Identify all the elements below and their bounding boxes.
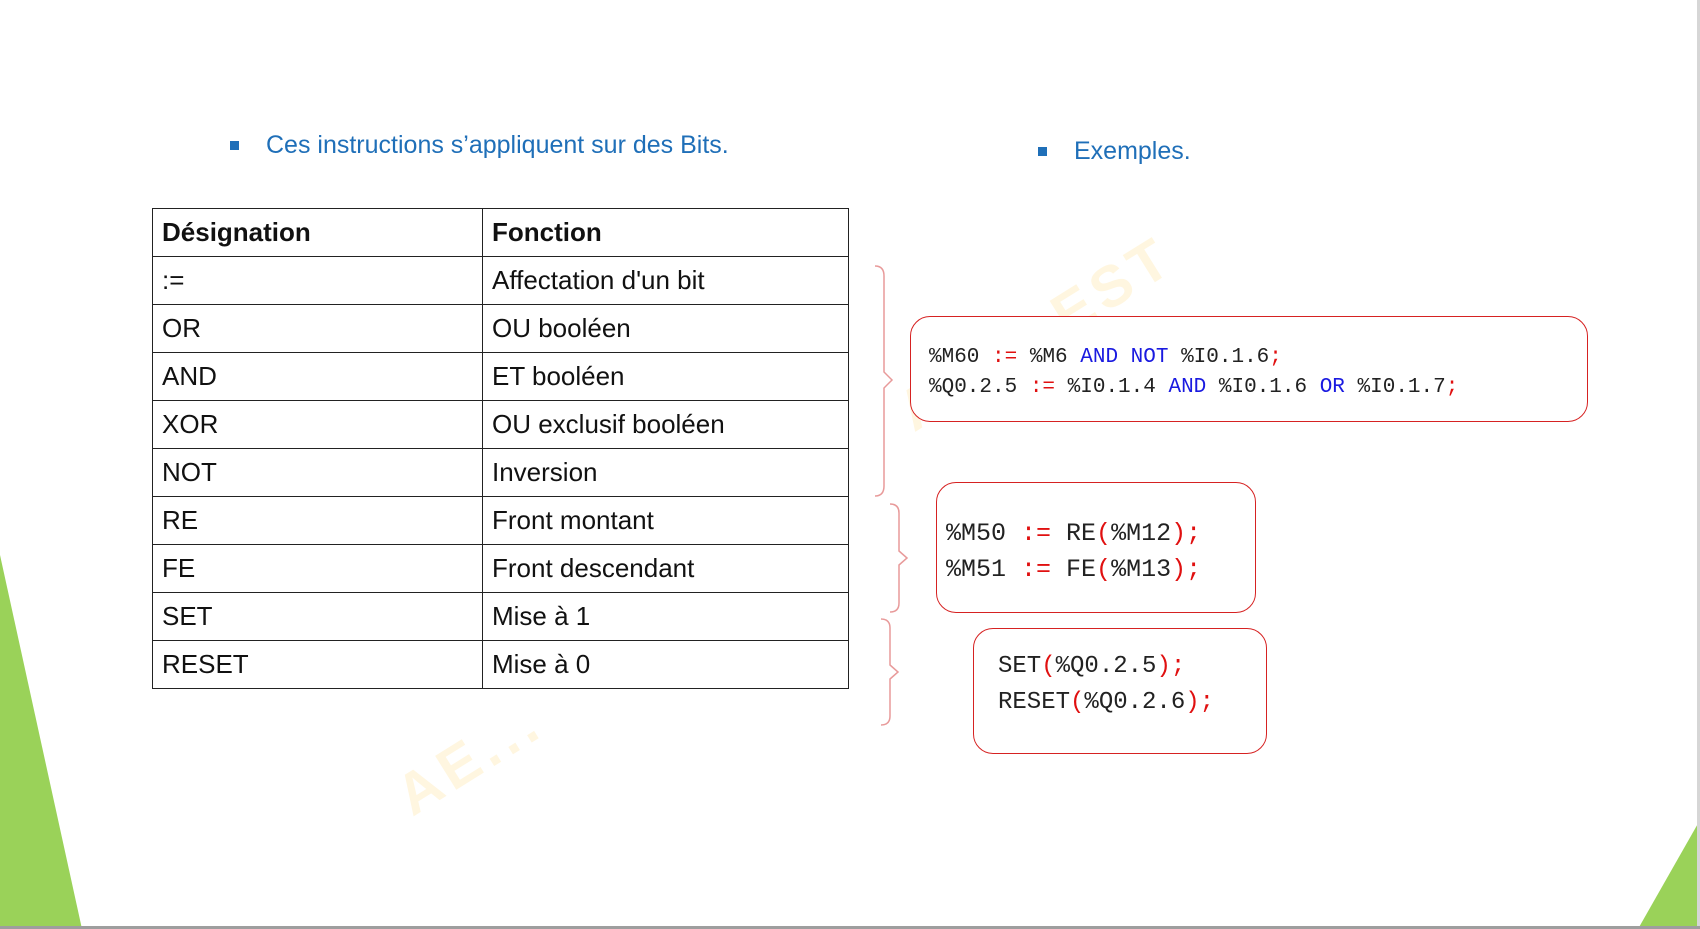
table-cell: OU booléen [482,304,849,353]
bullet-square-icon [230,141,239,150]
table-row: NOT Inversion [152,448,849,497]
bullet-instructions-text: Ces instructions s’appliquent sur des Bi… [266,131,729,159]
table-cell: Affectation d'un bit [482,256,849,305]
table-cell: FE [152,544,483,593]
bullet-examples: Exemples. [1038,137,1191,166]
table-row: XOR OU exclusif booléen [152,400,849,449]
code-line: %Q0.2.5 := %I0.1.4 AND %I0.1.6 OR %I0.1.… [929,376,1459,399]
bracket-logic-group [874,265,894,497]
table-row: OR OU booléen [152,304,849,353]
table-row: FE Front descendant [152,544,849,593]
table-cell: Front descendant [482,544,849,593]
table-cell: RE [152,496,483,545]
bracket-edge-group [889,503,909,613]
code-line: RESET(%Q0.2.6); [998,689,1215,716]
bracket-setreset-group [880,618,900,726]
code-line: %M51 := FE(%M13); [946,555,1202,584]
code-line: %M60 := %M6 AND NOT %I0.1.6; [929,346,1282,369]
bullet-instructions: Ces instructions s’appliquent sur des Bi… [230,131,729,160]
table-row: RE Front montant [152,496,849,545]
table-cell: Front montant [482,496,849,545]
table-row: := Affectation d'un bit [152,256,849,305]
code-example-setreset: SET(%Q0.2.5); RESET(%Q0.2.6); [973,628,1267,754]
table-cell: Mise à 0 [482,640,849,689]
slide-right-edge [1697,0,1700,929]
table-cell: XOR [152,400,483,449]
table-cell: Mise à 1 [482,592,849,641]
table-cell: AND [152,352,483,401]
code-line: SET(%Q0.2.5); [998,653,1186,680]
table-row: SET Mise à 1 [152,592,849,641]
bullet-square-icon [1038,147,1047,156]
slide-bottom-edge [0,926,1700,929]
table-cell: SET [152,592,483,641]
code-example-logic: %M60 := %M6 AND NOT %I0.1.6; %Q0.2.5 := … [910,316,1588,422]
table-cell: OU exclusif booléen [482,400,849,449]
table-row: RESET Mise à 0 [152,640,849,689]
instructions-table: Désignation Fonction := Affectation d'un… [152,208,849,689]
code-example-edges: %M50 := RE(%M12); %M51 := FE(%M13); [936,482,1256,613]
bullet-examples-text: Exemples. [1074,137,1191,165]
code-line: %M50 := RE(%M12); [946,519,1202,548]
table-cell: RESET [152,640,483,689]
table-cell: NOT [152,448,483,497]
table-cell: Inversion [482,448,849,497]
